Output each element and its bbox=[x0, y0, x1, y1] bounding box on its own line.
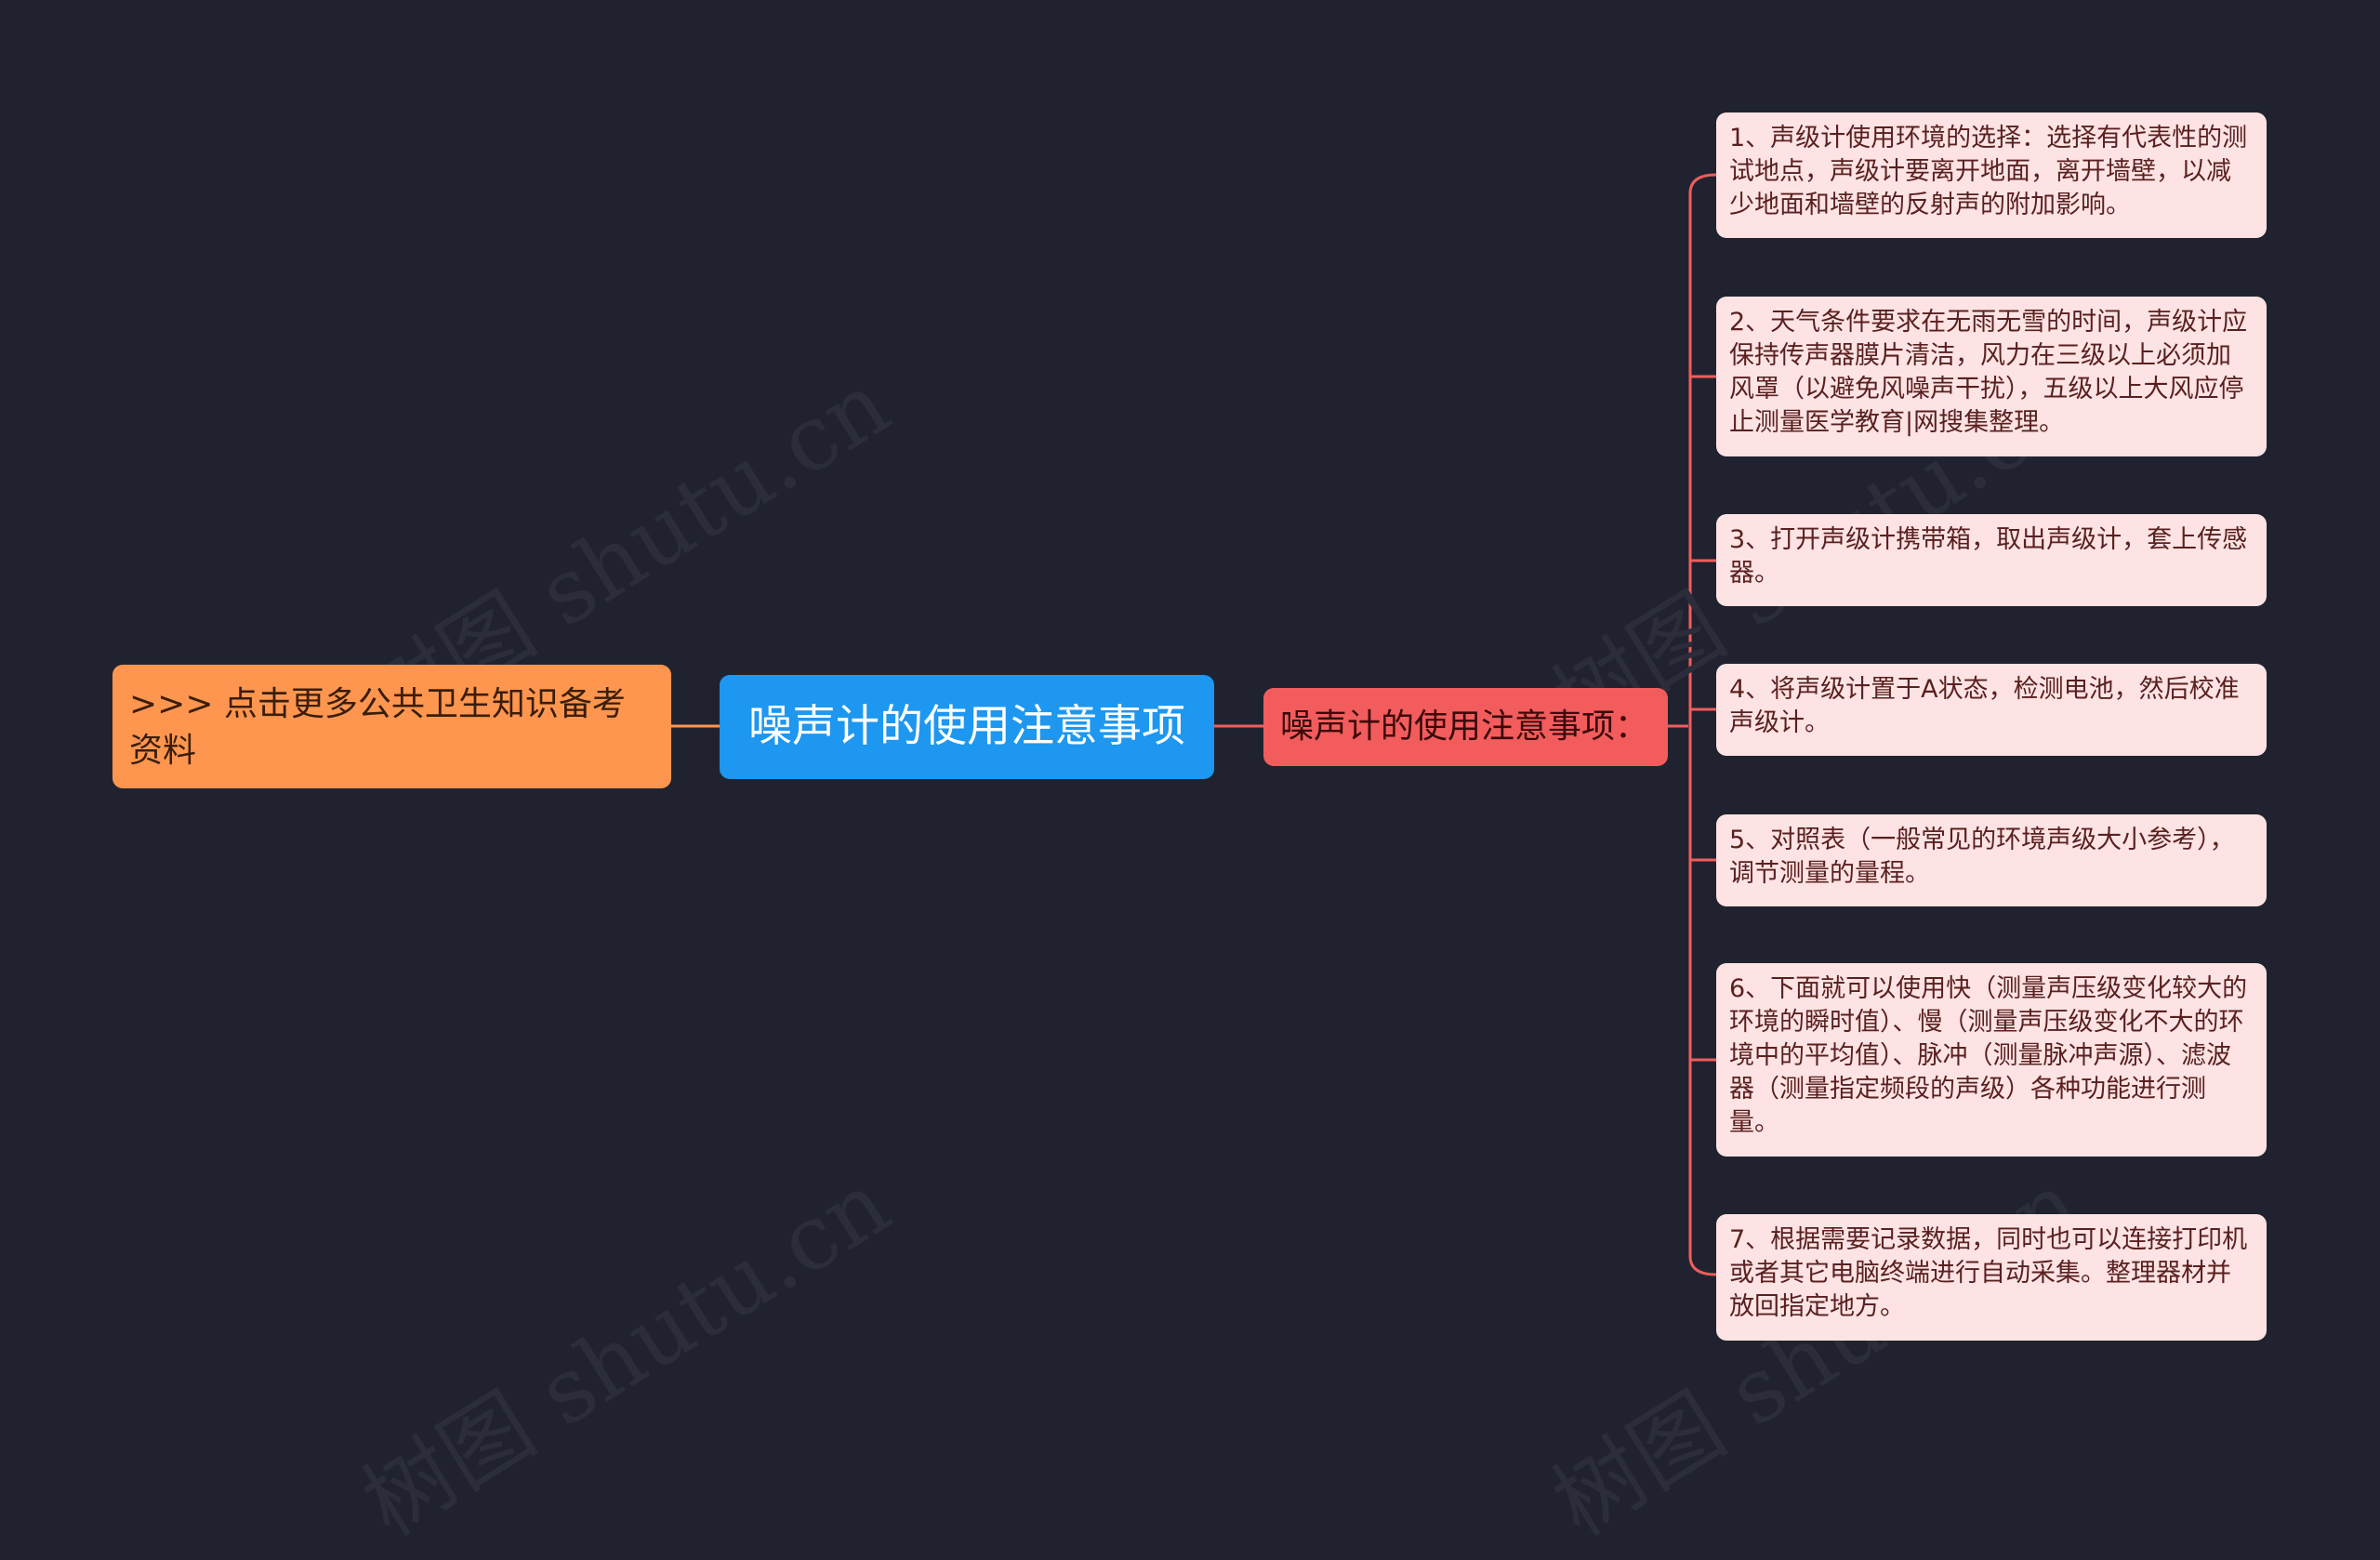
mindmap-canvas: 树图 shutu.cn 树图 shutu.cn 树图 shutu.cn 树图 s… bbox=[112, 112, 2267, 1556]
leaf-node-7[interactable]: 7、根据需要记录数据，同时也可以连接打印机或者其它电脑终端进行自动采集。整理器材… bbox=[1716, 1214, 2267, 1341]
subtopic-node[interactable]: 噪声计的使用注意事项： bbox=[1263, 688, 1668, 766]
connector-lines bbox=[671, 173, 1717, 1276]
central-topic[interactable]: 噪声计的使用注意事项 bbox=[720, 675, 1214, 779]
leaf-node-5[interactable]: 5、对照表（一般常见的环境声级大小参考），调节测量的量程。 bbox=[1716, 814, 2267, 906]
leaf-node-4[interactable]: 4、将声级计置于A状态，检测电池，然后校准声级计。 bbox=[1716, 664, 2267, 756]
leaf-node-1[interactable]: 1、声级计使用环境的选择：选择有代表性的测试地点，声级计要离开地面，离开墙壁，以… bbox=[1716, 112, 2267, 238]
more-resources-link[interactable]: >>> 点击更多公共卫生知识备考资料 bbox=[112, 665, 671, 788]
leaf-node-6[interactable]: 6、下面就可以使用快（测量声压级变化较大的环境的瞬时值）、慢（测量声压级变化不大… bbox=[1716, 963, 2267, 1157]
leaf-node-3[interactable]: 3、打开声级计携带箱，取出声级计，套上传感器。 bbox=[1716, 514, 2267, 606]
branch-trunk bbox=[1688, 173, 1717, 1276]
leaf-node-2[interactable]: 2、天气条件要求在无雨无雪的时间，声级计应保持传声器膜片清洁，风力在三级以上必须… bbox=[1716, 297, 2267, 456]
